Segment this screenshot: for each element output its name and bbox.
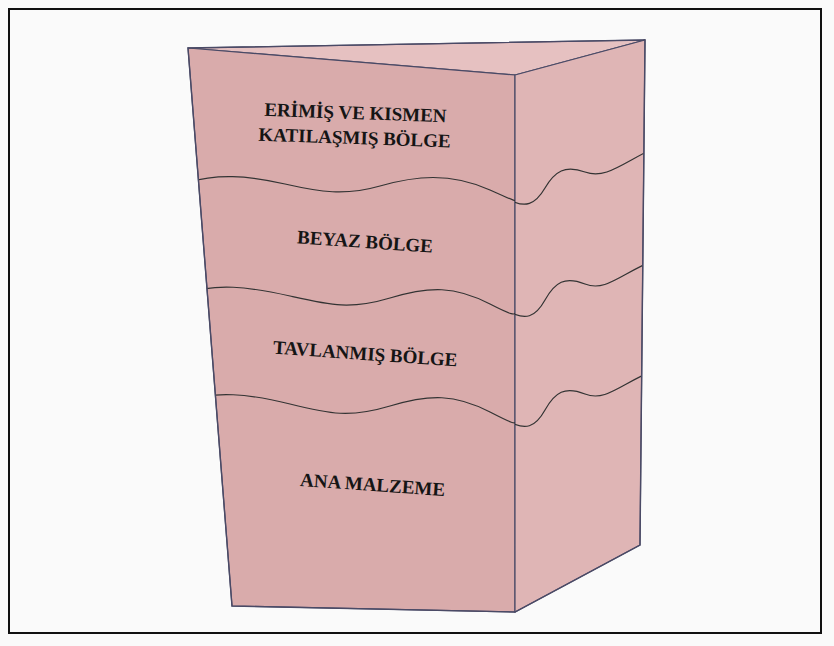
zone-band: BEYAZ BÖLGE (225, 206, 505, 278)
zone-label: BEYAZ BÖLGE (296, 225, 433, 259)
front-face (188, 48, 515, 612)
zone-label: ANA MALZEME (299, 468, 446, 503)
boundary-waves-side (510, 150, 650, 426)
block-outline (188, 40, 645, 612)
zone-label: ERİMİŞ VE KISMEN KATILAŞMIŞ BÖLGE (224, 97, 486, 155)
zone-band: ERİMİŞ VE KISMEN KATILAŞMIŞ BÖLGE (225, 78, 485, 174)
boundary-waves-front (180, 177, 520, 423)
side-face (515, 40, 645, 612)
zone-band: TAVLANMIŞ BÖLGE (225, 318, 505, 390)
zone-label: TAVLANMIŞ BÖLGE (272, 335, 458, 373)
zone-band: ANA MALZEME (240, 430, 505, 540)
